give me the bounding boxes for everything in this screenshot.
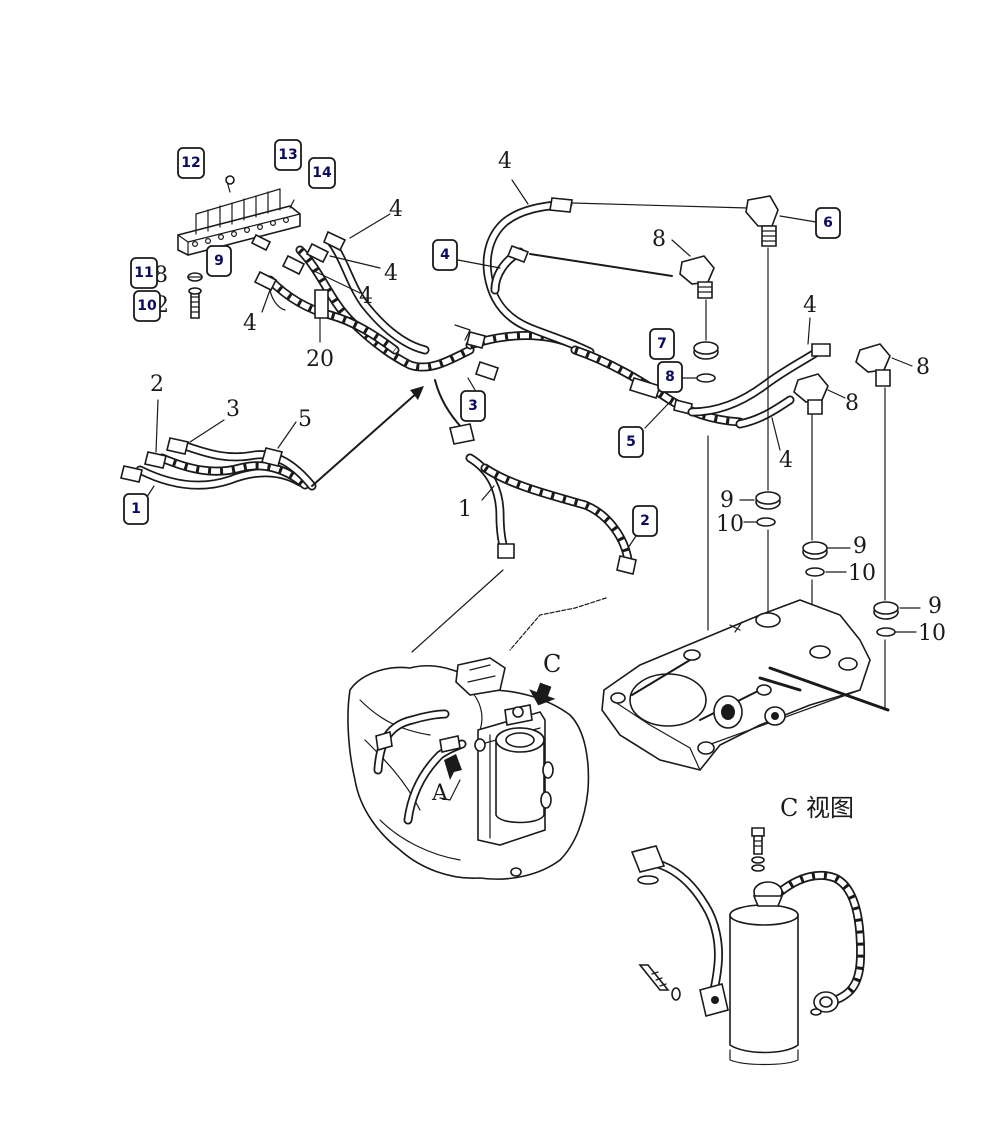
label-9-c: 9 [928,594,942,619]
label-4-b: 4 [384,261,398,286]
callout-6: 6 [815,207,841,239]
callout-4: 4 [432,239,458,271]
label-c-view: C 视图 [780,794,854,822]
middle-right-hose [570,317,831,451]
callout-7: 7 [649,328,675,360]
label-4-e: 4 [803,293,817,318]
label-3: 3 [226,397,240,422]
svg-text:7: 7 [657,336,667,352]
callout-3: 3 [460,390,486,422]
callout-1: 1 [123,493,149,525]
callout-13: 13 [274,139,302,171]
callout-11: 11 [130,257,158,289]
valve-block [601,599,890,771]
nuts-washers [681,341,921,637]
callout-12: 12 [177,147,205,179]
label-20: 20 [306,347,334,372]
svg-text:14: 14 [312,165,332,181]
svg-text:6: 6 [823,215,833,231]
engine-assembly [347,657,590,880]
long-hose-top [457,179,749,357]
elbow-fittings [671,195,913,415]
c-view-detail [630,827,866,1066]
label-4-f: 4 [779,448,793,473]
svg-text:10: 10 [137,298,157,314]
lower-left-hoses [120,386,424,501]
svg-text:3: 3 [468,398,478,414]
svg-text:4: 4 [440,247,450,263]
label-c: C [543,650,561,678]
label-10-b: 10 [848,561,876,586]
label-leaders-upper [261,213,391,313]
callout-9: 9 [206,245,232,277]
label-9-b: 9 [853,534,867,559]
svg-text:5: 5 [626,434,636,450]
center-hoses [411,377,641,653]
label-8-b: 8 [845,391,859,416]
svg-text:1: 1 [131,501,141,517]
svg-text:13: 13 [278,147,297,163]
svg-text:8: 8 [665,369,675,385]
callout-2: 2 [632,505,658,537]
svg-text:11: 11 [134,265,153,281]
svg-text:9: 9 [214,253,224,269]
label-4-c: 4 [359,284,373,309]
callout-5: 5 [618,426,644,458]
small-fasteners [187,272,203,319]
label-2: 2 [150,372,164,397]
label-4-a: 4 [389,197,403,222]
svg-text:2: 2 [640,513,650,529]
label-4-top: 4 [498,149,512,174]
svg-text:12: 12 [181,155,200,171]
label-5: 5 [298,407,312,432]
label-4-d: 4 [243,311,257,336]
label-arrow-a: A [431,781,449,806]
label-10-a: 10 [716,512,744,537]
label-10-c: 10 [918,621,946,646]
label-8-c: 8 [916,355,930,380]
callout-badges: 12 13 14 9 11 10 4 6 7 8 3 5 1 2 [123,139,841,537]
distribution-block [177,175,301,256]
plain-labels: 4 4 4 4 4 4 4 20 2 3 5 1 8 8 8 9 9 9 10 … [150,149,946,822]
callout-8: 8 [657,361,683,393]
label-1: 1 [458,497,472,522]
callout-10: 10 [133,290,161,322]
label-9-a: 9 [720,488,734,513]
label-8-a: 8 [652,227,666,252]
callout-14: 14 [308,157,336,189]
upper-hose-bundle [250,230,580,382]
